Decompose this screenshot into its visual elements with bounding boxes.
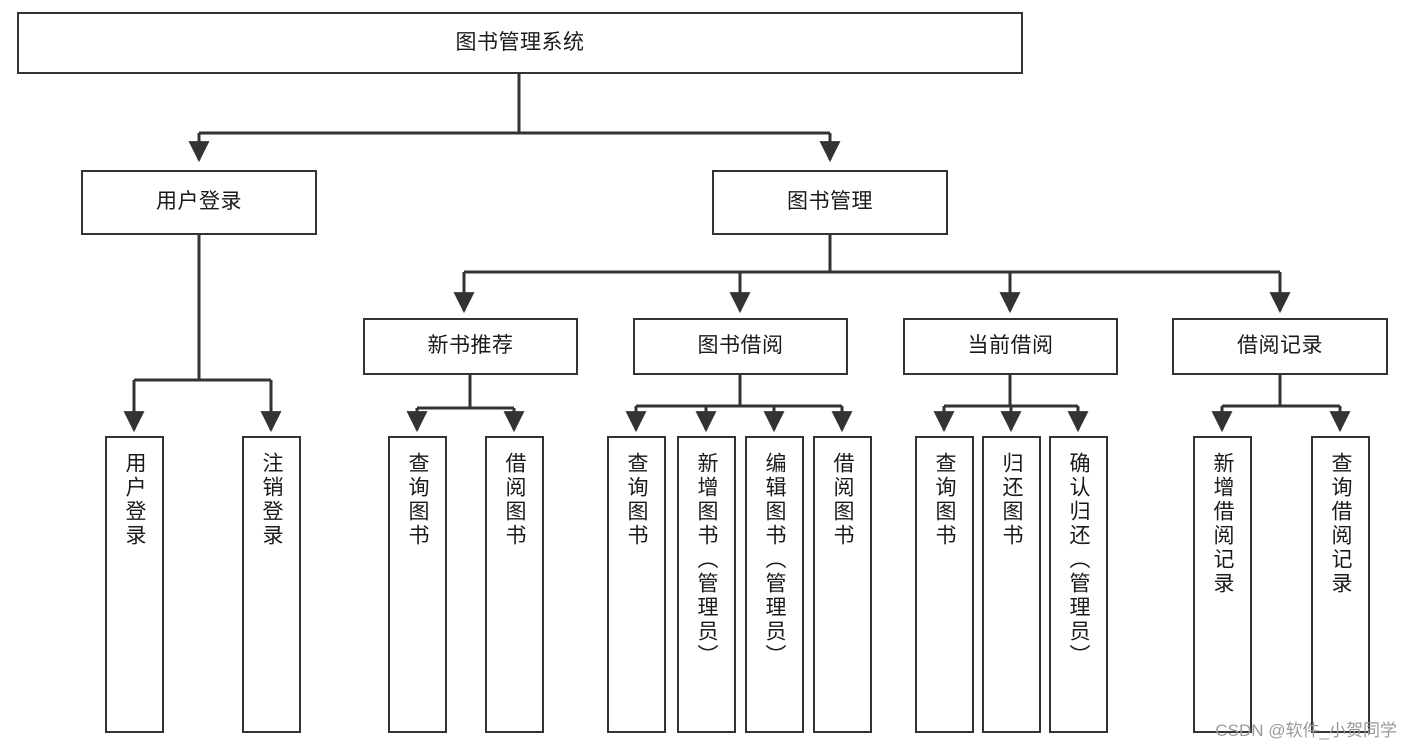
leaf-new-book-2[interactable]: 借阅图书: [485, 436, 544, 733]
leaf-current-borrow-3[interactable]: 确认归还（管理员）: [1049, 436, 1108, 733]
leaf-book-borrow-2[interactable]: 新增图书（管理员）: [677, 436, 736, 733]
node-user-login-label: 用户登录: [156, 190, 242, 214]
leaf-current-borrow-3-label: 确认归还（管理员）: [1067, 452, 1090, 668]
leaf-borrow-record-1-label: 新增借阅记录: [1211, 452, 1234, 596]
node-book-borrow[interactable]: 图书借阅: [633, 318, 848, 375]
leaf-current-borrow-2-label: 归还图书: [1000, 452, 1023, 548]
leaf-current-borrow-2[interactable]: 归还图书: [982, 436, 1041, 733]
leaf-user-login-1[interactable]: 用户登录: [105, 436, 164, 733]
node-user-login[interactable]: 用户登录: [81, 170, 317, 235]
node-new-book-recommend[interactable]: 新书推荐: [363, 318, 578, 375]
node-borrow-record[interactable]: 借阅记录: [1172, 318, 1388, 375]
leaf-book-borrow-2-label: 新增图书（管理员）: [695, 452, 718, 668]
leaf-borrow-record-2-label: 查询借阅记录: [1329, 452, 1352, 596]
leaf-current-borrow-1-label: 查询图书: [933, 452, 956, 548]
leaf-borrow-record-2[interactable]: 查询借阅记录: [1311, 436, 1370, 733]
csdn-watermark: CSDN @软件_小贺同学: [1215, 721, 1397, 740]
leaf-user-login-2[interactable]: 注销登录: [242, 436, 301, 733]
leaf-book-borrow-1-label: 查询图书: [625, 452, 648, 548]
leaf-user-login-2-label: 注销登录: [260, 452, 283, 548]
leaf-current-borrow-1[interactable]: 查询图书: [915, 436, 974, 733]
leaf-book-borrow-3-label: 编辑图书（管理员）: [763, 452, 786, 668]
leaf-borrow-record-1[interactable]: 新增借阅记录: [1193, 436, 1252, 733]
node-book-management[interactable]: 图书管理: [712, 170, 948, 235]
node-root[interactable]: 图书管理系统: [17, 12, 1023, 74]
node-book-management-label: 图书管理: [787, 190, 873, 214]
leaf-user-login-1-label: 用户登录: [123, 452, 146, 548]
node-root-label: 图书管理系统: [455, 30, 585, 54]
node-current-borrow[interactable]: 当前借阅: [903, 318, 1118, 375]
leaf-book-borrow-4[interactable]: 借阅图书: [813, 436, 872, 733]
node-book-borrow-label: 图书借阅: [697, 334, 784, 358]
node-new-book-recommend-label: 新书推荐: [427, 334, 514, 358]
leaf-new-book-1[interactable]: 查询图书: [388, 436, 447, 733]
leaf-book-borrow-4-label: 借阅图书: [831, 452, 854, 548]
leaf-new-book-1-label: 查询图书: [406, 452, 429, 548]
leaf-book-borrow-1[interactable]: 查询图书: [607, 436, 666, 733]
leaf-new-book-2-label: 借阅图书: [503, 452, 526, 548]
node-current-borrow-label: 当前借阅: [967, 334, 1054, 358]
node-borrow-record-label: 借阅记录: [1237, 334, 1323, 358]
leaf-book-borrow-3[interactable]: 编辑图书（管理员）: [745, 436, 804, 733]
